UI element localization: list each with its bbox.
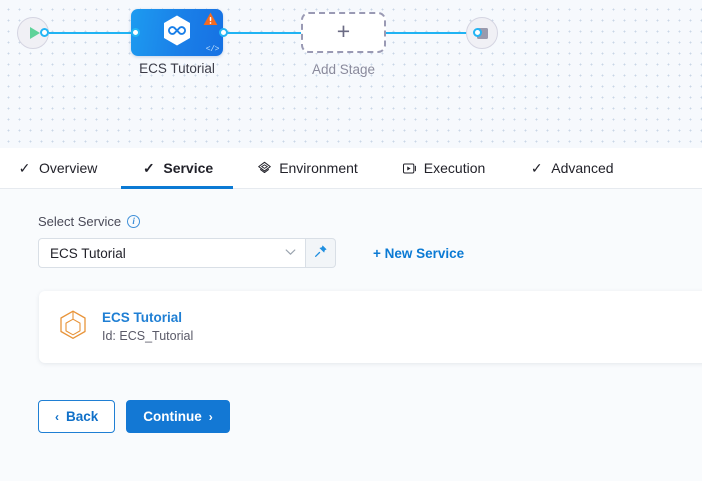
chevron-down-icon — [285, 248, 296, 259]
tab-execution[interactable]: Execution — [402, 148, 485, 188]
back-button-label: Back — [66, 409, 99, 424]
service-select[interactable]: ECS Tutorial — [38, 238, 306, 268]
edge-addstage-to-end — [386, 32, 478, 34]
tab-environment[interactable]: Environment — [257, 148, 358, 188]
check-icon: ✓ — [18, 160, 31, 176]
pin-service-button[interactable] — [306, 238, 336, 268]
select-service-label-row: Select Service i — [38, 214, 702, 229]
footer-buttons: ‹ Back Continue › — [38, 400, 702, 433]
add-stage-button[interactable]: + — [301, 12, 386, 53]
end-node-input-port[interactable] — [473, 28, 482, 37]
tab-overview-label: Overview — [39, 160, 98, 176]
end-node[interactable] — [466, 17, 498, 49]
code-brackets-icon: </> — [205, 45, 220, 54]
continue-button[interactable]: Continue › — [126, 400, 230, 433]
chevron-right-icon: › — [208, 409, 213, 424]
service-cube-icon — [59, 310, 87, 345]
tab-service-label: Service — [163, 160, 214, 176]
play-icon — [29, 27, 40, 39]
check-icon: ✓ — [530, 160, 543, 176]
service-card-id: Id: ECS_Tutorial — [102, 328, 194, 343]
service-tab-panel: Select Service i ECS Tutorial + New Serv… — [0, 189, 702, 481]
tab-overview[interactable]: ✓ Overview — [17, 148, 98, 188]
new-service-link[interactable]: + New Service — [373, 245, 465, 261]
tab-advanced[interactable]: ✓ Advanced — [529, 148, 614, 188]
tab-execution-label: Execution — [423, 160, 486, 176]
service-select-row: ECS Tutorial + New Service — [38, 238, 702, 268]
service-card-title[interactable]: ECS Tutorial — [102, 310, 183, 326]
back-button[interactable]: ‹ Back — [38, 400, 116, 433]
pipeline-canvas[interactable]: </> ECS Tutorial + Add Stage — [0, 0, 702, 148]
tab-advanced-label: Advanced — [551, 160, 614, 176]
stage-node-ecs-tutorial[interactable]: </> — [131, 9, 223, 56]
plus-icon: + — [336, 18, 351, 44]
select-service-label: Select Service — [38, 214, 122, 229]
service-card-text: ECS Tutorial Id: ECS_Tutorial — [102, 309, 193, 344]
service-card[interactable]: ECS Tutorial Id: ECS_Tutorial — [39, 291, 702, 363]
tab-bar: ✓ Overview ✓ Service Environment Executi — [0, 148, 702, 189]
stop-icon — [476, 27, 488, 39]
start-node-output-port[interactable] — [40, 28, 49, 37]
service-hexagon-icon — [162, 14, 192, 51]
tab-environment-label: Environment — [279, 160, 358, 176]
chevron-left-icon: ‹ — [55, 409, 59, 424]
add-stage-label: Add Stage — [311, 62, 376, 77]
stage-node-input-port[interactable] — [131, 28, 140, 37]
stage-node-output-port[interactable] — [219, 28, 228, 37]
stage-node-label: ECS Tutorial — [139, 61, 215, 76]
service-select-value: ECS Tutorial — [50, 245, 126, 261]
continue-button-label: Continue — [143, 409, 202, 424]
edge-start-to-stage — [40, 32, 135, 34]
tab-service[interactable]: ✓ Service — [121, 148, 233, 189]
warning-triangle-icon — [203, 12, 218, 31]
pin-icon — [314, 244, 328, 263]
play-box-icon — [402, 161, 417, 176]
check-icon: ✓ — [142, 160, 155, 176]
layers-diamond-icon — [257, 161, 272, 176]
edge-stage-to-addstage — [223, 32, 301, 34]
info-icon[interactable]: i — [127, 215, 141, 228]
